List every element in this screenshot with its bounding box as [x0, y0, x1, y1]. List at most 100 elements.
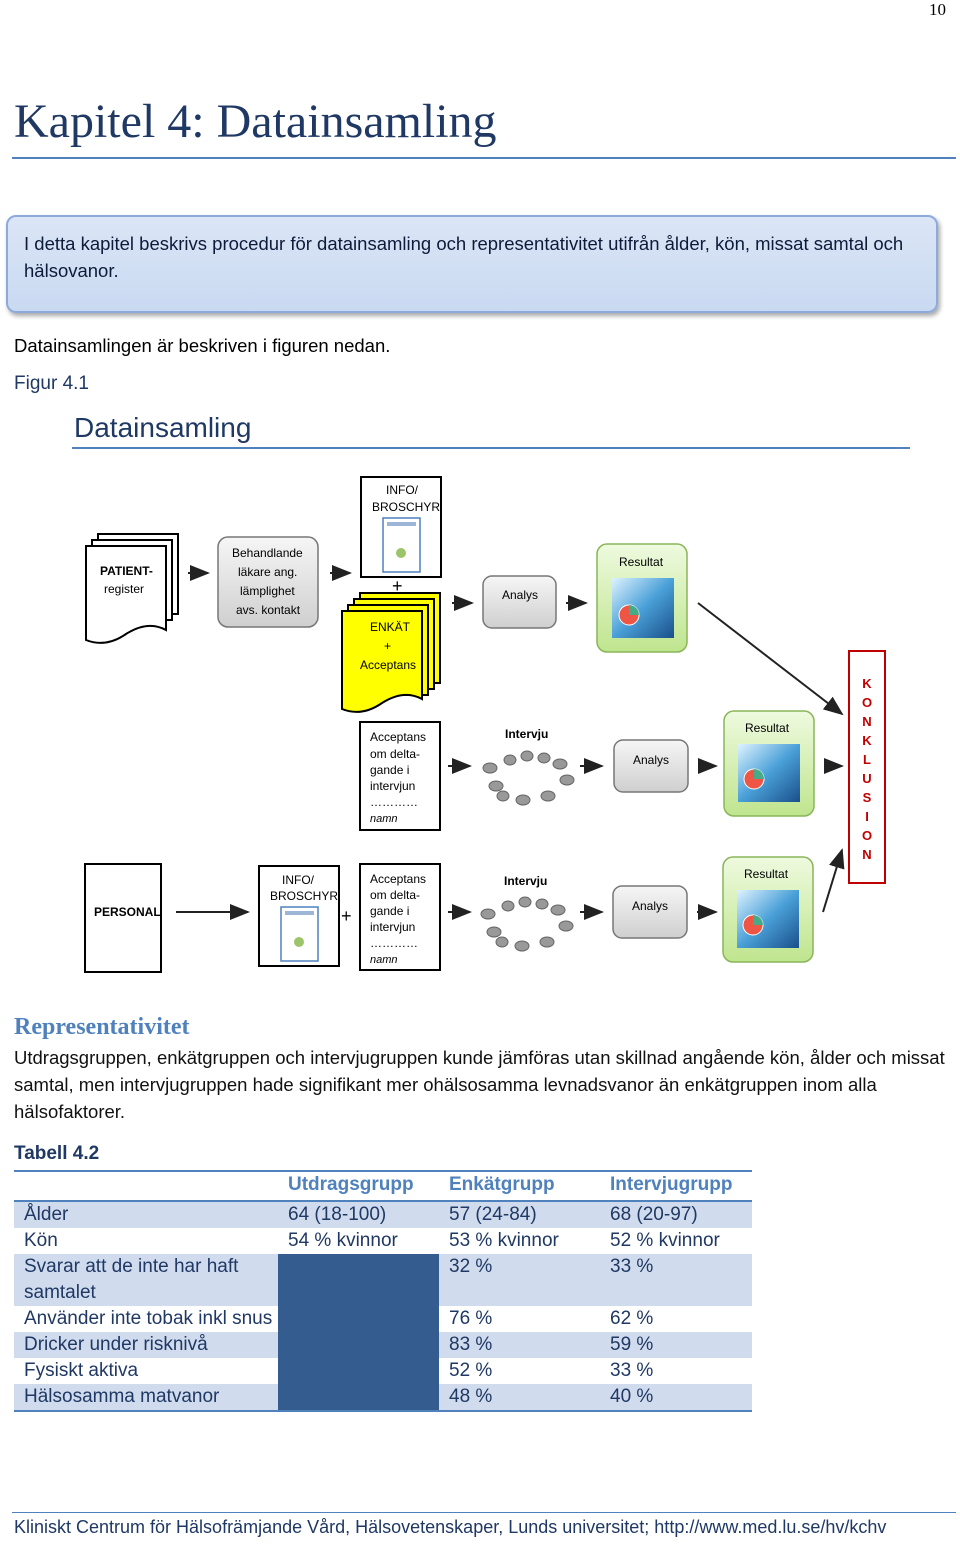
- header-cell: [14, 1170, 278, 1202]
- page-number: 10: [929, 0, 946, 19]
- table-cell: 33 %: [610, 1360, 654, 1381]
- patient-register-line2: register: [104, 582, 144, 596]
- conclusion-letter: N: [862, 847, 871, 862]
- header-cell: Enkätgrupp: [439, 1170, 600, 1202]
- conclusion-box: K O N K L U S I O N: [848, 650, 886, 884]
- analysis-box-2: Analys: [613, 739, 689, 793]
- conclusion-letter: N: [862, 714, 871, 729]
- header-cell: Intervjugrupp: [600, 1170, 752, 1202]
- consent-form-2: Acceptans om delta- gande i intervjun ………: [359, 721, 441, 831]
- table-row: Använder inte tobak inkl snus 76 % 62 %: [14, 1306, 752, 1332]
- footer-rule: [12, 1512, 956, 1513]
- row-label: Ålder: [14, 1201, 278, 1228]
- consent3-line5: …………: [370, 936, 418, 950]
- staff-doc: PERSONAL: [84, 863, 162, 973]
- consent2-line1: Acceptans: [370, 730, 426, 744]
- survey-line2: +: [384, 639, 391, 653]
- interview-label-3: Intervju: [504, 874, 547, 888]
- brochure2-line2: BROSCHYR: [270, 889, 338, 903]
- header-cell: Utdragsgrupp: [278, 1170, 439, 1202]
- table-cell: 68 (20-97): [600, 1201, 752, 1228]
- conclusion-letter: S: [863, 790, 872, 805]
- row-label: Hälsosamma matvanor: [14, 1384, 278, 1412]
- result-label-1: Resultat: [619, 555, 664, 569]
- brochure-line1: INFO/: [386, 483, 419, 497]
- row-label: Använder inte tobak inkl snus: [24, 1308, 273, 1329]
- table-cell: 62 %: [610, 1308, 654, 1329]
- staff-label: PERSONAL: [94, 905, 161, 919]
- interview-label-2: Intervju: [505, 727, 548, 741]
- result-box-3: Resultat: [722, 856, 814, 963]
- survey-consent-doc: ENKÄT + Acceptans: [341, 592, 441, 713]
- consent3-line4: intervjun: [370, 920, 415, 934]
- table-label: Tabell 4.2: [14, 1143, 100, 1164]
- empty-cell: [278, 1306, 439, 1332]
- interview-group-3: Intervju: [480, 874, 574, 952]
- plus-sign-2: +: [341, 906, 352, 926]
- info-brochure-bottom: INFO/ BROSCHYR: [258, 865, 340, 967]
- survey-line1: ENKÄT: [370, 620, 411, 634]
- treating-doctor-box: Behandlande läkare ang. lämplighet avs. …: [217, 536, 319, 628]
- table-row: Svarar att de inte har haft samtalet 32 …: [14, 1254, 752, 1306]
- analysis-box-3: Analys: [612, 885, 688, 939]
- empty-cell: [278, 1384, 439, 1412]
- consent2-line6: namn: [370, 813, 398, 825]
- table-cell: 52 % kvinnor: [610, 1230, 720, 1251]
- table-cell: 59 %: [600, 1332, 752, 1358]
- conclusion-letter: U: [862, 771, 871, 786]
- result-label-2: Resultat: [745, 721, 790, 735]
- table-row: Dricker under risknivå 83 % 59 %: [14, 1332, 752, 1358]
- intro-text: Datainsamlingen är beskriven i figuren n…: [14, 335, 391, 356]
- row-label: Fysiskt aktiva: [24, 1360, 139, 1381]
- consent-form-3: Acceptans om delta- gande i intervjun ………: [359, 863, 441, 971]
- section-title: Representativitet: [14, 1014, 190, 1040]
- representativity-table: Utdragsgrupp Enkätgrupp Intervjugrupp Ål…: [14, 1170, 752, 1412]
- consent2-line3: gande i: [370, 763, 409, 777]
- consent3-line6: namn: [370, 954, 398, 966]
- chapter-summary: I detta kapitel beskrivs procedur för da…: [24, 233, 904, 281]
- result-label-3: Resultat: [744, 867, 789, 881]
- consent3-line3: gande i: [370, 904, 409, 918]
- analysis-label-1: Analys: [502, 588, 538, 602]
- conclusion-letter: O: [862, 828, 872, 843]
- patient-register-doc: PATIENT- register: [85, 533, 179, 644]
- table-row: Ålder 64 (18-100) 57 (24-84) 68 (20-97): [14, 1201, 752, 1228]
- section-paragraph: Utdragsgruppen, enkätgruppen och intervj…: [14, 1047, 945, 1122]
- figure-label: Figur 4.1: [14, 373, 89, 394]
- table-cell: 33 %: [600, 1254, 752, 1306]
- brochure-line2: BROSCHYR: [372, 500, 440, 514]
- consent3-line2: om delta-: [370, 888, 420, 902]
- data-collection-diagram: Datainsamling PATIENT- register Behandla…: [72, 412, 910, 973]
- table-row: Hälsosamma matvanor 48 % 40 %: [14, 1384, 752, 1412]
- consent3-line1: Acceptans: [370, 872, 426, 886]
- row-label: Dricker under risknivå: [14, 1332, 278, 1358]
- patient-register-line1: PATIENT-: [100, 564, 153, 578]
- table-header-row: Utdragsgrupp Enkätgrupp Intervjugrupp: [14, 1170, 752, 1202]
- diagram-title: Datainsamling: [74, 412, 251, 443]
- conclusion-letter: K: [862, 733, 872, 748]
- chapter-rule: [12, 157, 956, 159]
- table-cell: 32 %: [439, 1254, 600, 1306]
- conclusion-letter: O: [862, 695, 872, 710]
- analysis-box-1: Analys: [482, 575, 557, 629]
- table-cell: 53 % kvinnor: [449, 1230, 559, 1251]
- consent2-line5: …………: [370, 795, 418, 809]
- empty-cell: [278, 1332, 439, 1358]
- arrow: [822, 848, 845, 913]
- table-cell: 40 %: [600, 1384, 752, 1412]
- conclusion-letter: K: [862, 676, 872, 691]
- row-label: Svarar att de inte har haft samtalet: [14, 1254, 278, 1306]
- conclusion-letter: L: [863, 752, 871, 767]
- analysis-label-3: Analys: [632, 899, 668, 913]
- chapter-title: Kapitel 4: Datainsamling: [14, 95, 497, 148]
- empty-cell: [278, 1254, 439, 1306]
- empty-cell: [278, 1358, 439, 1384]
- consent2-line4: intervjun: [370, 779, 415, 793]
- doctor-line1: Behandlande: [232, 546, 303, 560]
- row-label: Kön: [24, 1230, 58, 1251]
- table-row: Fysiskt aktiva 52 % 33 %: [14, 1358, 752, 1384]
- table-cell: 64 (18-100): [278, 1201, 439, 1228]
- arrow: [697, 602, 844, 716]
- consent2-line2: om delta-: [370, 747, 420, 761]
- doctor-line3: lämplighet: [240, 584, 295, 598]
